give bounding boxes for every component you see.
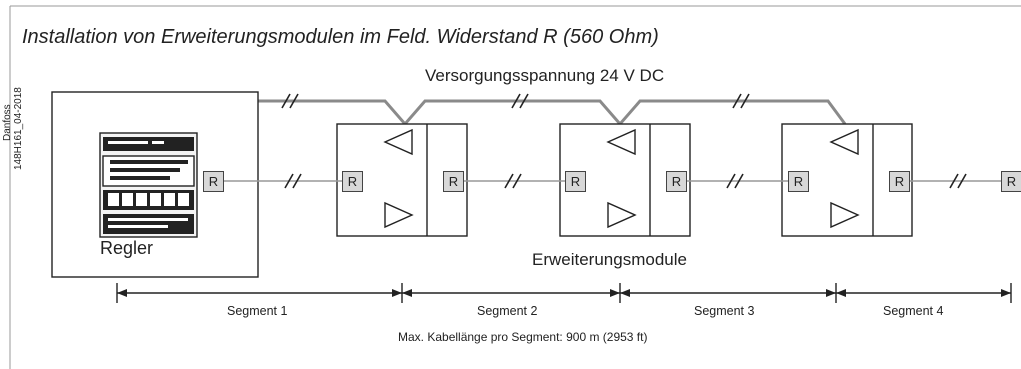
segment-2-label: Segment 2 xyxy=(477,304,538,318)
resistor-module-3-out: R xyxy=(889,171,910,192)
segment-1-label: Segment 1 xyxy=(227,304,288,318)
side-text-code: 148H161_04-2018 xyxy=(13,87,24,170)
segment-3-label: Segment 3 xyxy=(694,304,755,318)
controller-label: Regler xyxy=(100,238,154,258)
resistor-module-3-in: R xyxy=(788,171,809,192)
resistor-terminal: R xyxy=(1001,171,1021,192)
resistor-controller: R xyxy=(203,171,224,192)
resistor-module-1-in: R xyxy=(342,171,363,192)
segment-4-label: Segment 4 xyxy=(883,304,944,318)
side-text-brand: Danfoss xyxy=(2,104,13,141)
resistor-module-2-out: R xyxy=(666,171,687,192)
supply-line xyxy=(258,99,847,127)
segment-dimension-lines xyxy=(116,283,1012,303)
supply-break-marks xyxy=(281,93,750,109)
modules-label: Erweiterungsmodule xyxy=(532,250,687,269)
module-triangles xyxy=(383,128,860,229)
supply-voltage-label: Versorgungsspannung 24 V DC xyxy=(425,66,665,85)
bus-break-marks xyxy=(284,173,967,189)
resistor-module-2-in: R xyxy=(565,171,586,192)
resistor-module-1-out: R xyxy=(443,171,464,192)
controller-device-image xyxy=(99,132,198,238)
cable-length-note: Max. Kabellänge pro Segment: 900 m (2953… xyxy=(398,330,648,344)
diagram-title: Installation von Erweiterungsmodulen im … xyxy=(22,26,659,48)
